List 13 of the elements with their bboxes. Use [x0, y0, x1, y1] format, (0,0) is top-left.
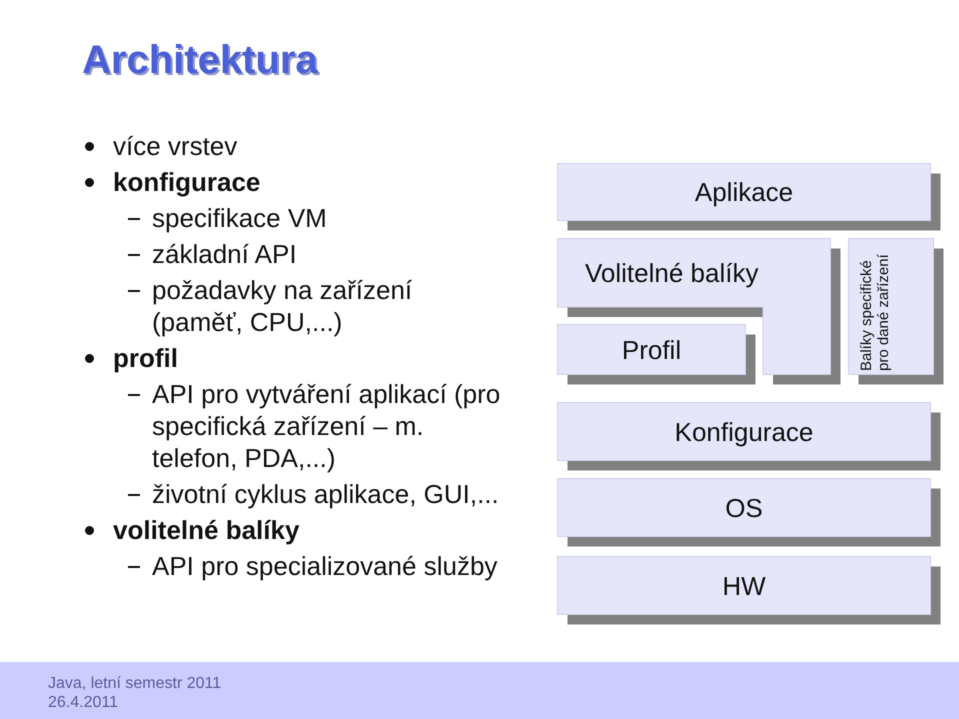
sub-bullet-item: specifikace VM: [152, 202, 328, 234]
footer-text: Java, letní semestr 2011: [48, 675, 222, 693]
bullet-item: konfigurace: [113, 166, 262, 198]
sub-bullet-item: životní cyklus aplikace, GUI,...: [152, 478, 500, 510]
bullet-item: volitelné balíky: [113, 514, 300, 546]
footer-text: 26.4.2011: [48, 694, 118, 712]
bullet-item: více vrstev: [113, 130, 238, 162]
sub-bullet-item: základní API: [152, 238, 298, 270]
sub-bullet-item: API pro vytváření aplikací (pro specifická zařízení – m. telefon, PDA,...): [152, 378, 502, 474]
sub-bullet-item: API pro specializované služby: [152, 550, 498, 582]
sub-bullet-item: požadavky na zařízení (paměť, CPU,...): [152, 274, 414, 338]
slide-title: Architektura: [82, 38, 318, 83]
bullet-item: profil: [113, 342, 179, 374]
